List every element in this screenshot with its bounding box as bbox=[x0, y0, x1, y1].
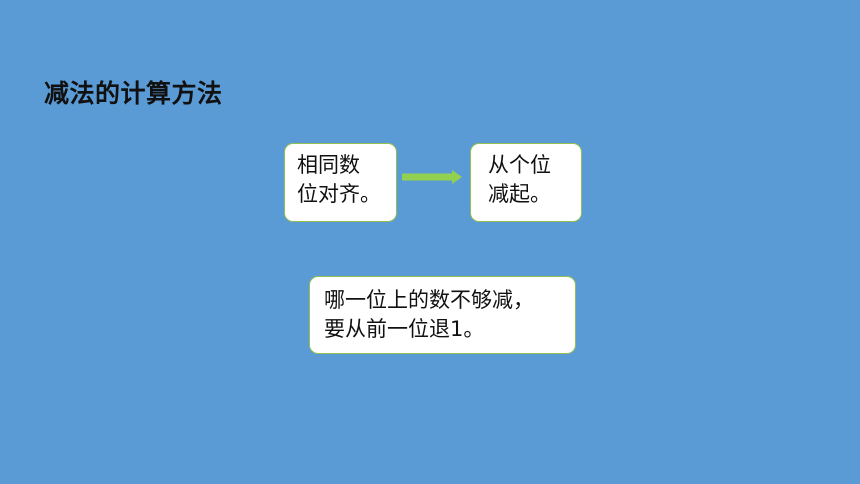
note-box-line: 哪一位上的数不够减， bbox=[324, 288, 534, 312]
step-box-line: 减起。 bbox=[488, 182, 551, 206]
slide-title: 减法的计算方法 bbox=[44, 79, 223, 108]
note-box-line: 要从前一位退1。 bbox=[324, 317, 485, 341]
note-box-borrow: 哪一位上的数不够减， 要从前一位退1。 bbox=[309, 276, 576, 354]
step-box-start-from-ones: 从个位 减起。 bbox=[470, 143, 582, 222]
step-box-line: 从个位 bbox=[488, 153, 551, 177]
step-box-line: 位对齐。 bbox=[297, 182, 381, 206]
right-arrow-icon bbox=[402, 170, 462, 184]
arrow-shaft bbox=[402, 173, 454, 181]
step-box-line: 相同数 bbox=[297, 153, 360, 177]
step-box-align-digits: 相同数 位对齐。 bbox=[284, 143, 397, 222]
arrow-head bbox=[452, 170, 462, 184]
